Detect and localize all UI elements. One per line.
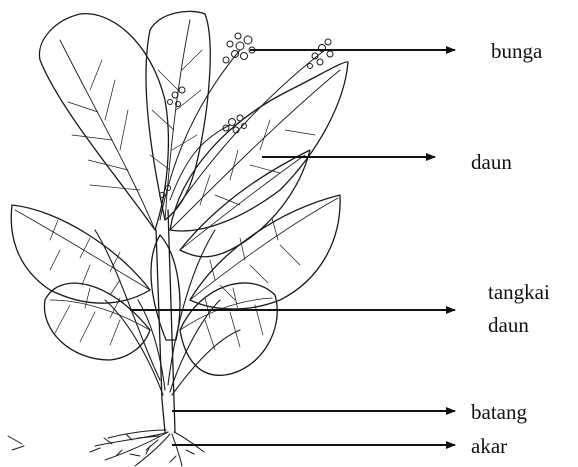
flower-clusters [160,33,334,220]
label-batang: batang [471,400,527,425]
leaf-center-front [151,235,180,340]
label-tangkai-daun-line2: daun [488,313,529,338]
roots [90,430,204,466]
plant-illustration [8,11,348,466]
label-akar: akar [471,434,507,459]
label-tangkai-daun-line1: tangkai [488,280,550,305]
label-bunga: bunga [491,39,542,64]
leaf-top-right [170,62,348,231]
leaf-top-center [146,11,210,220]
ground-mark [8,436,24,450]
label-daun: daun [471,150,512,175]
